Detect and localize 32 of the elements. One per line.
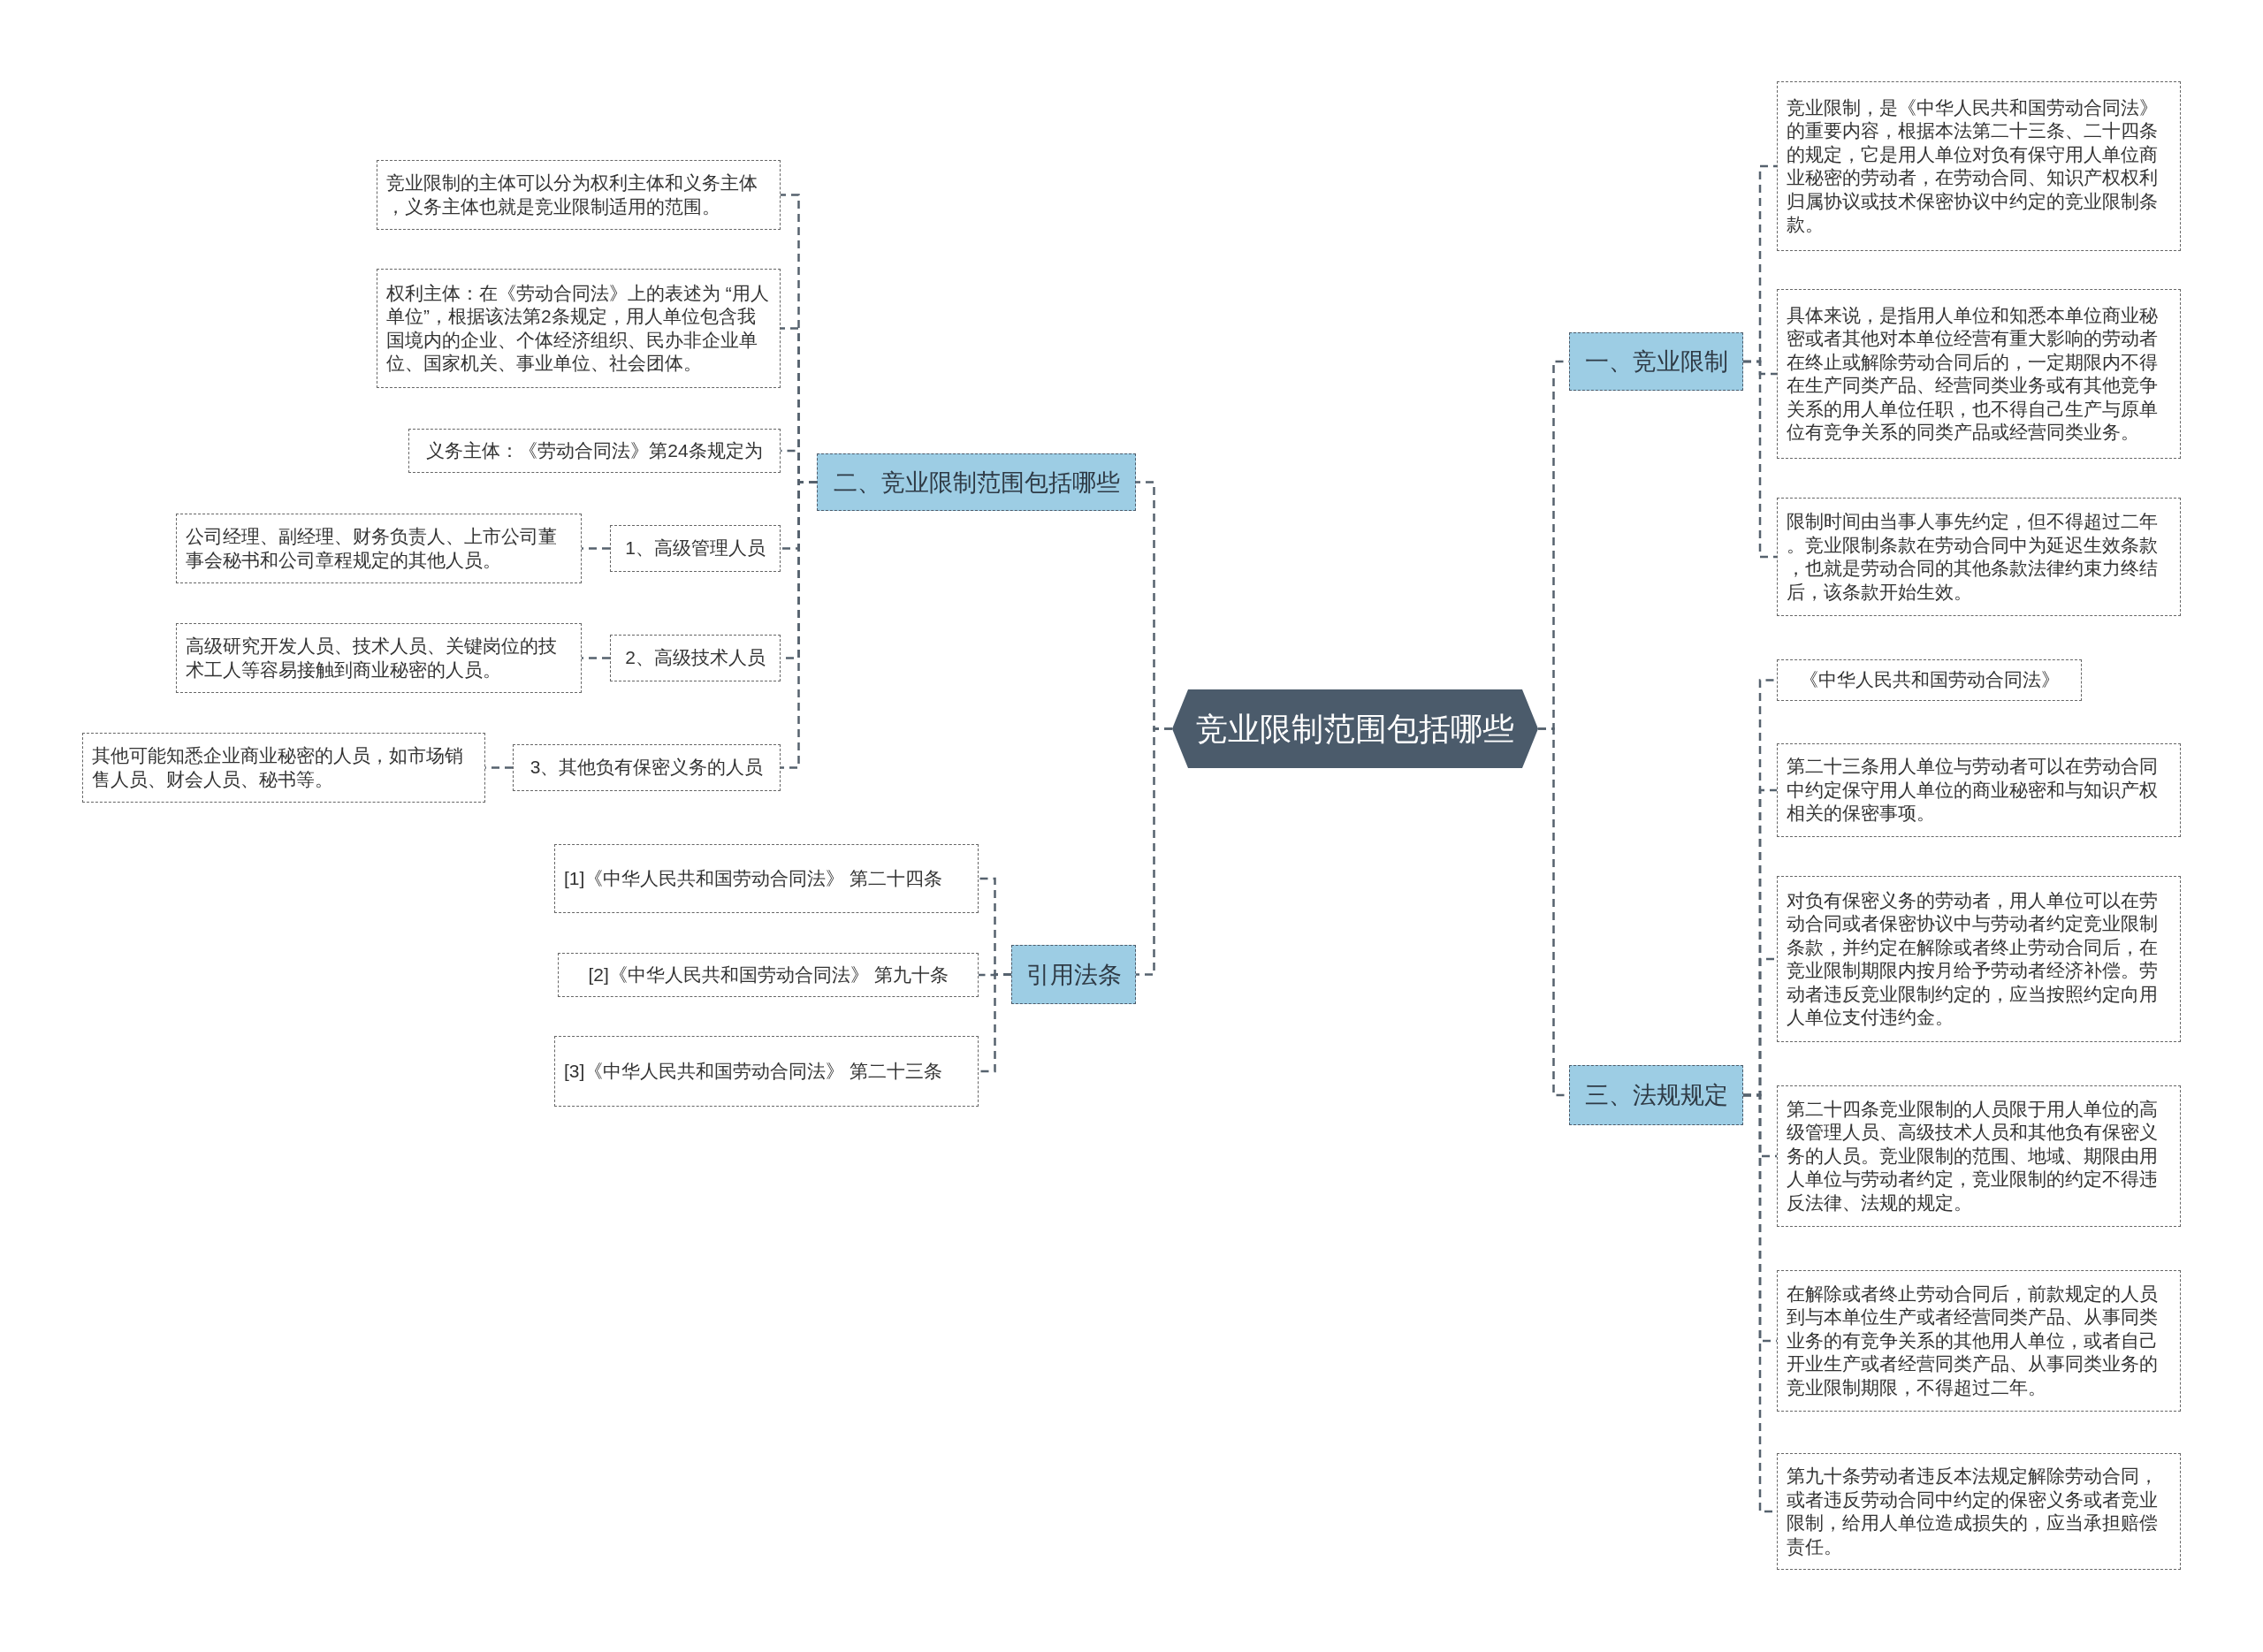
text-box: 第二十四条竞业限制的人员限于用人单位的高级管理人员、高级技术人员和其他负有保密义务的人员。竞业限制的范围、地域、期限由用人单位与劳动者约定，竞业限制的约定不得违反法律、法规的规定。 <box>1777 1085 2181 1227</box>
connector-line <box>1743 360 1777 559</box>
text-box: [2]《中华人民共和国劳动合同法》 第九十条 <box>558 953 979 997</box>
connector-line <box>582 657 610 659</box>
text-box: 限制时间由当事人事先约定，但不得超过二年。竞业限制条款在劳动合同中为延迟生效条款，也就是劳动合同的其他条款法律约束力终结后，该条款开始生效。 <box>1777 498 2181 616</box>
connector-line <box>582 547 610 550</box>
text-box: 公司经理、副经理、财务负责人、上市公司董事会秘书和公司章程规定的其他人员。 <box>176 514 582 583</box>
text-box: 在解除或者终止劳动合同后，前款规定的人员到与本单位生产或者经营同类产品、从事同类业务的有竞争关系的其他用人单位，或者自己开业生产或者经营同类产品、从事同类业务的竞业限制期限，不得超过二年。 <box>1777 1270 2181 1412</box>
text-box: 《中华人民共和国劳动合同法》 <box>1777 659 2082 701</box>
branch-box: 一、竞业限制 <box>1569 332 1743 391</box>
text-box: 义务主体：《劳动合同法》第24条规定为 <box>408 429 781 473</box>
text-box: 1、高级管理人员 <box>610 525 781 572</box>
text-box: 具体来说，是指用人单位和知悉本单位商业秘密或者其他对本单位经营有重大影响的劳动者在终止或解除劳动合同后的，一定期限内不得在生产同类产品、经营同类业务或有其他竞争关系的用人单位任职，也不得自己生产与原单位有竞争关系的同类产品或经营同类业务。 <box>1777 289 2181 459</box>
branch-box: 三、法规规定 <box>1569 1065 1743 1125</box>
text-box: [3]《中华人民共和国劳动合同法》 第二十三条 <box>554 1036 979 1107</box>
branch-box: 二、竞业限制范围包括哪些 <box>817 453 1136 511</box>
text-box: 2、高级技术人员 <box>610 635 781 681</box>
text-box: 对负有保密义务的劳动者，用人单位可以在劳动合同或者保密协议中与劳动者约定竞业限制条款，并约定在解除或者终止劳动合同后，在竞业限制期限内按月给予劳动者经济补偿。劳动者违反竞业限制约定的，应当按照约定向用人单位支付违约金。 <box>1777 876 2181 1042</box>
topic-hexagon: 竞业限制范围包括哪些 <box>1172 689 1538 768</box>
connector-line <box>1136 727 1172 976</box>
text-box: 第二十三条用人单位与劳动者可以在劳动合同中约定保守用人单位的商业秘密和与知识产权相关的保密事项。 <box>1777 743 2181 837</box>
text-box: 竞业限制的主体可以分为权利主体和义务主体，义务主体也就是竞业限制适用的范围。 <box>377 160 781 230</box>
text-box: 其他可能知悉企业商业秘密的人员，如市场销售人员、财会人员、秘书等。 <box>82 733 485 803</box>
connector-line <box>781 481 817 769</box>
text-box: 权利主体：在《劳动合同法》上的表述为 “用人单位”，根据该法第2条规定，用人单位包含我国境内的企业、个体经济组织、民办非企业单位、国家机关、事业单位、社会团体。 <box>377 269 781 388</box>
text-box: 3、其他负有保密义务的人员 <box>513 744 781 791</box>
connector-line <box>979 973 1011 1073</box>
branch-box: 引用法条 <box>1011 945 1136 1004</box>
text-box: 第九十条劳动者违反本法规定解除劳动合同，或者违反劳动合同中约定的保密义务或者竞业限制，给用人单位造成损失的，应当承担赔偿责任。 <box>1777 1453 2181 1570</box>
text-box: 竞业限制，是《中华人民共和国劳动合同法》的重要内容，根据本法第二十三条、二十四条的规定，它是用人单位对负有保守用人单位商业秘密的劳动者，在劳动合同、知识产权权利归属协议或技术保密协议中约定的竞业限制条款。 <box>1777 81 2181 251</box>
text-box: [1]《中华人民共和国劳动合同法》 第二十四条 <box>554 844 979 913</box>
text-box: 高级研究开发人员、技术人员、关键岗位的技术工人等容易接触到商业秘密的人员。 <box>176 623 582 693</box>
